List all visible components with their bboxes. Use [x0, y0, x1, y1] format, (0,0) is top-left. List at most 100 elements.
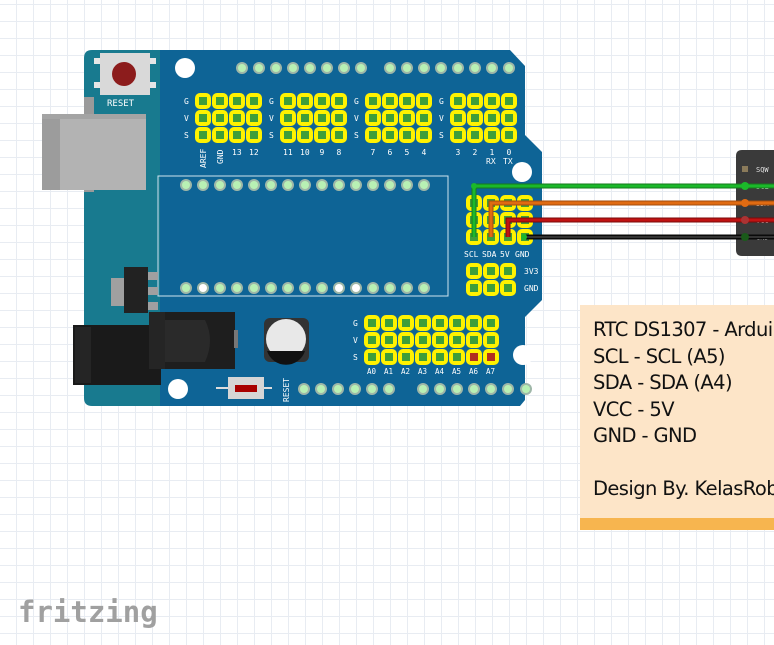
header-hole-center: [403, 284, 411, 292]
pin-pad: [454, 114, 462, 122]
header-hole-center: [284, 181, 292, 189]
pin-pad: [385, 336, 393, 344]
pin-pad: [504, 267, 512, 275]
pin-pad: [216, 131, 224, 139]
pin-pad: [453, 353, 461, 361]
wire-endpoint[interactable]: [741, 182, 749, 190]
pin-label: 3: [456, 148, 461, 157]
header-hole-center: [318, 181, 326, 189]
pin-pad: [369, 114, 377, 122]
header-hole-center: [300, 385, 308, 393]
header-hole-center: [267, 181, 275, 189]
pin-pad: [436, 319, 444, 327]
pin-pad: [301, 131, 309, 139]
usb-connector: [42, 97, 146, 192]
pin-pad: [403, 114, 411, 122]
pin-pad: [250, 131, 258, 139]
wire-gnd[interactable]: [521, 234, 774, 240]
row-label-s: S: [354, 131, 359, 140]
header-hole-center: [250, 284, 258, 292]
mounting-hole: [513, 345, 533, 365]
pin-pad: [368, 336, 376, 344]
header-hole-center: [301, 181, 309, 189]
header-hole-center: [369, 181, 377, 189]
reset-button[interactable]: [94, 53, 156, 95]
pin-pad: [505, 114, 513, 122]
header-hole-center: [487, 385, 495, 393]
pin-pad: [386, 97, 394, 105]
pin-label: 1: [490, 148, 495, 157]
pin-pad: [403, 97, 411, 105]
pin-pad: [487, 353, 495, 361]
analog-label-a1: A1: [384, 367, 393, 376]
header-hole-center: [436, 385, 444, 393]
header-hole-center: [199, 181, 207, 189]
pin-pad: [487, 284, 495, 292]
wire-endpoint[interactable]: [741, 199, 749, 207]
header-hole-center: [385, 385, 393, 393]
note-text: RTC DS1307 - Arduino SCL - SCL (A5) SDA …: [593, 318, 774, 500]
header-hole-center: [488, 64, 496, 72]
header-hole-center: [420, 284, 428, 292]
pin-label: 0: [507, 148, 512, 157]
row-label-v: V: [354, 114, 359, 123]
pin-pad: [471, 131, 479, 139]
header-hole-center: [357, 64, 365, 72]
pin-pad: [216, 97, 224, 105]
pin-label: 12: [249, 148, 259, 157]
analog-label-a3: A3: [418, 367, 427, 376]
mounting-hole: [512, 162, 532, 182]
pin-pad: [402, 336, 410, 344]
header-hole-center: [335, 284, 343, 292]
wire-sda[interactable]: [488, 200, 774, 237]
pin-pad: [487, 336, 495, 344]
annotation-note[interactable]: RTC DS1307 - Arduino SCL - SCL (A5) SDA …: [580, 305, 774, 530]
header-hole-center: [522, 385, 530, 393]
fritzing-logo: fritzing: [18, 595, 158, 629]
pin-pad: [419, 353, 427, 361]
pin-pad: [470, 353, 478, 361]
analog-label-a7: A7: [486, 367, 495, 376]
reset-label: RESET: [107, 99, 135, 109]
wire-vcc[interactable]: [505, 217, 774, 237]
pin-pad: [385, 353, 393, 361]
pin-pad: [301, 97, 309, 105]
header-hole-center: [454, 64, 462, 72]
pin-pad: [419, 336, 427, 344]
pin-pad: [386, 114, 394, 122]
pin-label: GND: [216, 149, 225, 164]
header-hole-center: [199, 284, 207, 292]
header-hole-center: [301, 284, 309, 292]
pin-pad: [454, 131, 462, 139]
pin-pad: [284, 114, 292, 122]
header-hole-center: [238, 64, 246, 72]
pin-pad: [420, 114, 428, 122]
pin-pad: [487, 319, 495, 327]
pin-pad: [436, 353, 444, 361]
header-hole-center: [504, 385, 512, 393]
reset-switch[interactable]: [216, 377, 272, 399]
pin-pad: [419, 319, 427, 327]
wire-endpoint[interactable]: [741, 216, 749, 224]
pin-pad: [318, 97, 326, 105]
header-hole-center: [471, 64, 479, 72]
pin-pad: [470, 319, 478, 327]
header-hole-center: [284, 284, 292, 292]
row-label-g: G: [269, 97, 274, 106]
row-label-s: S: [184, 131, 189, 140]
wire-endpoint[interactable]: [741, 233, 749, 241]
analog-label-a0: A0: [367, 367, 377, 376]
header-hole-center: [289, 64, 297, 72]
pin-label: 5: [405, 148, 410, 157]
pin-pad: [436, 336, 444, 344]
mounting-hole: [168, 379, 188, 399]
header-hole-center: [403, 64, 411, 72]
header-hole-center: [182, 181, 190, 189]
tx-label: TX: [503, 157, 513, 166]
analog-label-a2: A2: [401, 367, 410, 376]
header-hole-center: [216, 284, 224, 292]
header-hole-center: [419, 385, 427, 393]
pin-pad: [301, 114, 309, 122]
wire-scl[interactable]: [471, 183, 774, 237]
